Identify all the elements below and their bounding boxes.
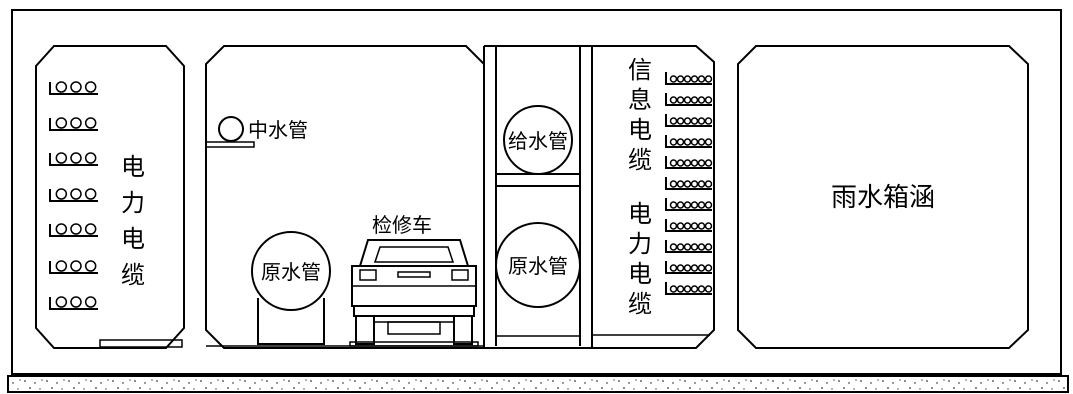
cable-tray <box>665 72 713 85</box>
compartment-2-outline <box>205 45 485 349</box>
cable-tray <box>665 93 713 106</box>
info-cable-label-2: 息 <box>628 86 652 114</box>
power-cable-label-right-4: 缆 <box>628 290 652 318</box>
compartment-1-outline <box>35 45 185 349</box>
cable-tray <box>665 177 713 190</box>
foundation-soil <box>7 375 1069 393</box>
cable-tray <box>49 260 98 274</box>
info-cable-label-4: 缆 <box>628 146 652 174</box>
power-cable-label-left-1: 电 <box>121 153 145 181</box>
cable-tray <box>49 296 98 310</box>
raw-water-pipe-left <box>251 231 331 311</box>
cable-tray <box>665 282 713 295</box>
cable-tray <box>665 156 713 169</box>
compartment-rainwater-culvert: 雨水箱涵 <box>737 45 1029 349</box>
compartment-power-cable: 电 力 电 缆 <box>35 45 185 349</box>
info-cable-label-3: 电 <box>628 116 652 144</box>
cable-tray <box>665 240 713 253</box>
compartment-5-outline <box>737 45 1029 349</box>
reclaimed-water-pipe-label: 中水管 <box>248 118 308 142</box>
cable-tray <box>665 135 713 148</box>
cable-tray <box>49 152 98 166</box>
cable-tray <box>49 81 98 95</box>
cable-tray <box>49 188 98 202</box>
power-cable-label-left-3: 电 <box>121 225 145 253</box>
raw-water-pipe-left-label: 原水管 <box>261 260 321 284</box>
reclaimed-pipe-bracket <box>205 141 255 148</box>
raw-water-pipe-support-left <box>257 298 325 345</box>
info-cable-label-1: 信 <box>628 56 652 84</box>
cable-tray <box>49 223 98 237</box>
raw-water-pipe-right <box>495 222 581 308</box>
rainwater-box-culvert-label: 雨水箱涵 <box>831 183 935 213</box>
power-cable-label-left-4: 缆 <box>121 261 145 289</box>
cable-tray <box>665 114 713 127</box>
floor-channel-left <box>99 339 183 348</box>
power-cable-label-right-1: 电 <box>628 200 652 228</box>
water-supply-pipe <box>503 105 573 175</box>
power-cable-label-right-2: 力 <box>628 230 652 258</box>
cable-trays-left <box>49 81 98 310</box>
cable-trays-right <box>665 72 713 295</box>
raw-water-pipe-right-label: 原水管 <box>508 254 568 278</box>
compartment-water-pipes: 中水管 原水管 检修车 <box>205 45 485 349</box>
compartment-info-power-cables: 信 息 电 缆 电 力 电 缆 <box>591 45 715 349</box>
cable-tray <box>665 198 713 211</box>
cable-tray <box>49 117 98 131</box>
maintenance-vehicle-label: 检修车 <box>372 213 432 237</box>
cable-tray <box>665 219 713 232</box>
power-cable-label-left-2: 力 <box>121 189 145 217</box>
water-supply-pipe-label: 给水管 <box>508 129 568 153</box>
power-cable-label-right-3: 电 <box>628 260 652 288</box>
compartment-4-outline <box>591 45 715 349</box>
maintenance-vehicle <box>349 239 479 347</box>
reclaimed-water-pipe <box>218 116 244 142</box>
cable-tray <box>665 261 713 274</box>
compartment-water-supply: 给水管 原水管 <box>483 45 593 349</box>
